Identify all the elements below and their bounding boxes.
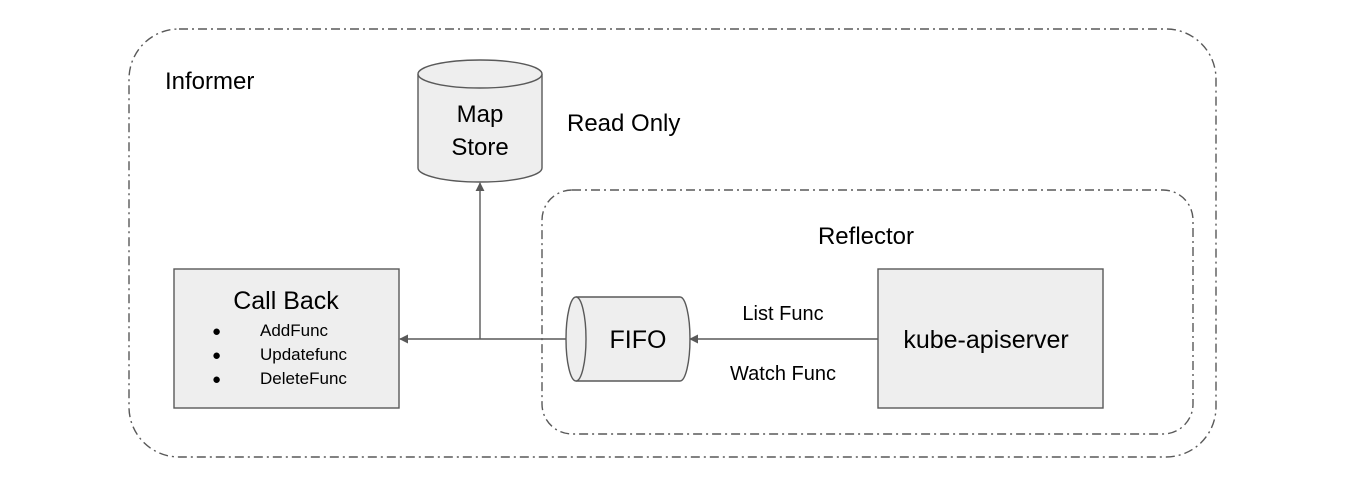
reflector-group-border	[541, 189, 1194, 435]
reflector-group: Reflector	[541, 189, 1194, 435]
callback-item-addfunc: AddFunc	[260, 321, 329, 340]
informer-group: Informer	[128, 28, 1217, 458]
map-store-cylinder-top	[417, 59, 543, 89]
map-store-label-line1: Map	[457, 101, 504, 128]
fifo-label: FIFO	[610, 326, 667, 354]
informer-group-border	[128, 28, 1217, 458]
callback-node: Call Back ● AddFunc ● Updatefunc ● Delet…	[173, 268, 400, 409]
callback-bullet: ●	[212, 347, 221, 364]
map-store-node: Map Store	[417, 59, 543, 183]
callback-bullet: ●	[212, 371, 221, 388]
apiserver-box	[877, 268, 1104, 409]
read-only-label: Read Only	[567, 110, 680, 137]
informer-label: Informer	[165, 68, 254, 95]
callback-item-deletefunc: DeleteFunc	[260, 369, 347, 388]
callback-item-updatefunc: Updatefunc	[260, 345, 347, 364]
apiserver-node: kube-apiserver	[877, 268, 1104, 409]
watch-func-label: Watch Func	[730, 363, 836, 385]
fifo-node: FIFO	[565, 296, 691, 382]
callback-title: Call Back	[233, 287, 339, 315]
map-store-cylinder-body	[417, 74, 543, 183]
callback-bullet: ●	[212, 323, 221, 340]
list-func-label: List Func	[742, 303, 823, 325]
map-store-label-line2: Store	[451, 134, 508, 161]
callback-box	[173, 268, 400, 409]
apiserver-label: kube-apiserver	[903, 326, 1068, 354]
reflector-label: Reflector	[818, 223, 914, 250]
fifo-cylinder-end	[565, 296, 587, 382]
